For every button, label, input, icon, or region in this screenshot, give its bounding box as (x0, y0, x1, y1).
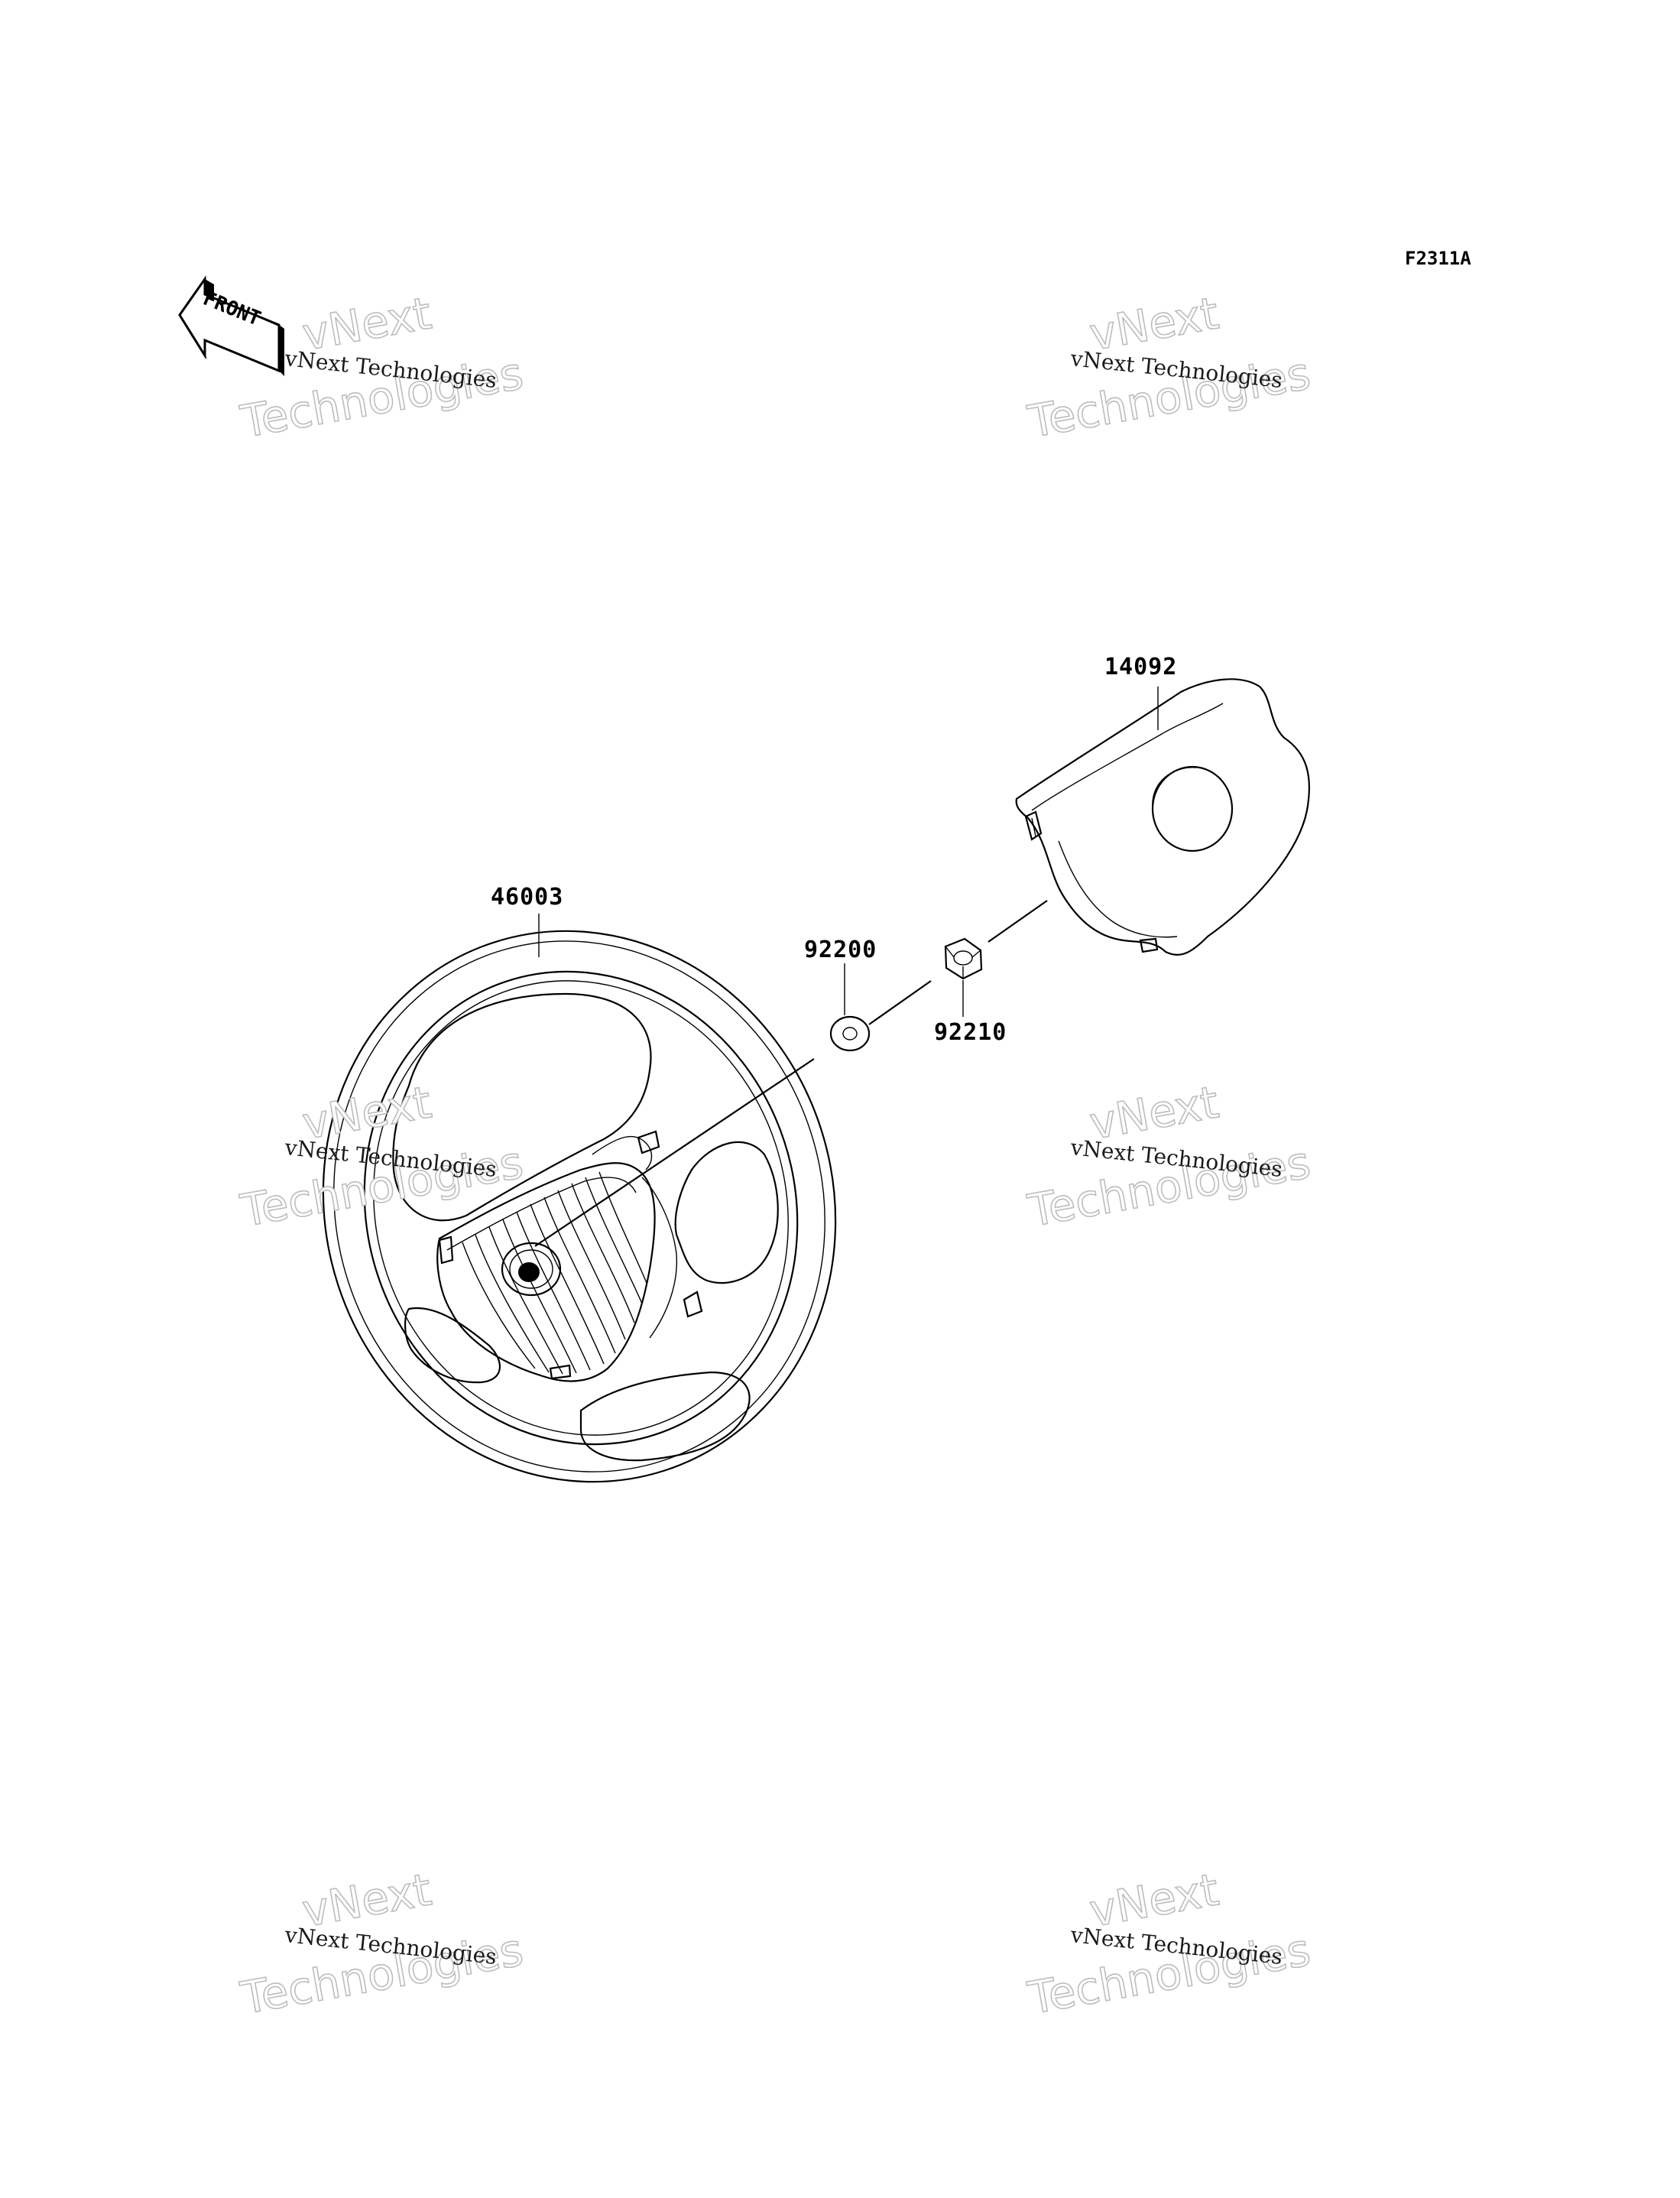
diagram-code: F2311A (1405, 248, 1471, 269)
steering-wheel-drawing (322, 914, 837, 1483)
watermark-middle-left: vNext Technologies vNext Technologies (236, 1076, 527, 1238)
part-number-92200: 92200 (804, 937, 877, 963)
steering-wheel-cover-drawing (1015, 678, 1310, 956)
watermark-bottom-left: vNext Technologies vNext Technologies (236, 1863, 527, 2025)
assembly-line-cover-nut (988, 900, 1048, 943)
part-number-14092: 14092 (1104, 654, 1177, 680)
watermark-top-right: vNext Technologies vNext Technologies (1023, 287, 1315, 449)
assembly-line-nut-washer (868, 980, 932, 1025)
part-number-92210: 92210 (934, 1019, 1007, 1046)
assembly-line-washer-hub (534, 1058, 815, 1247)
watermark-bottom-right: vNext Technologies vNext Technologies (1023, 1863, 1315, 2025)
front-arrow-icon: FRONT (178, 275, 284, 376)
nut-drawing (944, 937, 983, 1017)
part-number-46003: 46003 (491, 884, 563, 911)
watermark-middle-right: vNext Technologies vNext Technologies (1023, 1076, 1315, 1238)
washer-drawing (829, 963, 871, 1052)
